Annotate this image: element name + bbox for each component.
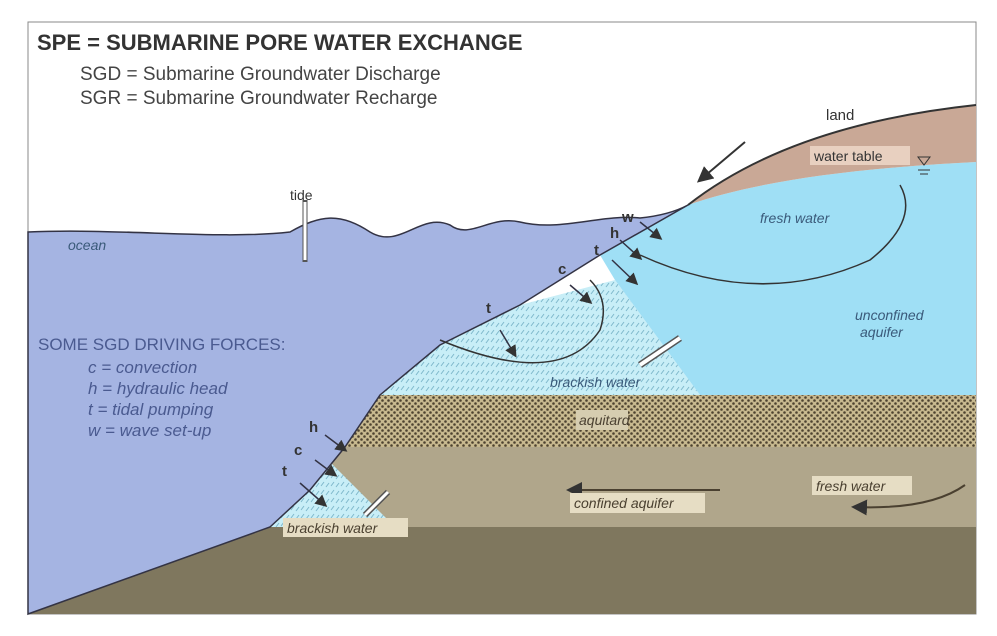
force-hydraulic-head: h = hydraulic head xyxy=(88,379,228,398)
force-wave-setup: w = wave set-up xyxy=(88,421,211,440)
land-runoff-arrow xyxy=(696,141,746,183)
letter-c-upper: c xyxy=(558,261,566,278)
label-unconfined-1: unconfined xyxy=(855,307,925,323)
force-tidal-pumping: t = tidal pumping xyxy=(88,400,214,419)
fresh-water-lower-arrow xyxy=(851,484,966,516)
letter-t-lower: t xyxy=(282,463,287,480)
bedrock-layer xyxy=(28,527,976,614)
fresh-water-zone xyxy=(600,162,976,395)
diagram-title: SPE = SUBMARINE PORE WATER EXCHANGE xyxy=(37,30,523,55)
letter-t-mid: t xyxy=(486,300,491,317)
label-brackish-lower: brackish water xyxy=(287,520,379,536)
letter-c-lower: c xyxy=(294,442,302,459)
label-fresh-water-upper: fresh water xyxy=(760,210,831,226)
recirculation-flow-line xyxy=(439,279,605,364)
force-arrows xyxy=(299,221,663,507)
force-convection: c = convection xyxy=(88,358,197,377)
letter-h-lower: h xyxy=(309,419,318,436)
letter-t-upper: t xyxy=(594,242,599,259)
definition-sgr: SGR = Submarine Groundwater Recharge xyxy=(80,88,437,109)
label-unconfined-2: aquifer xyxy=(860,324,904,340)
brackish-zone-upper xyxy=(380,280,700,395)
letter-h-upper: h xyxy=(610,225,619,242)
label-confined-aquifer: confined aquifer xyxy=(574,495,675,511)
forces-heading: SOME SGD DRIVING FORCES: xyxy=(38,335,285,354)
definition-sgd: SGD = Submarine Groundwater Discharge xyxy=(80,64,441,85)
label-fresh-water-lower: fresh water xyxy=(816,478,887,494)
label-brackish-upper: brackish water xyxy=(550,374,642,390)
aquitard-layer xyxy=(345,395,976,447)
brackish-exchange-arrow xyxy=(638,336,682,367)
label-tide: tide xyxy=(290,187,313,203)
ocean-zone xyxy=(27,204,689,616)
label-land: land xyxy=(826,107,854,124)
water-table-symbol-icon xyxy=(917,156,931,175)
brackish-zone-lower xyxy=(270,462,395,527)
label-water-table: water table xyxy=(813,148,883,164)
brackish-lower-exchange-arrow xyxy=(363,490,390,517)
confined-aquifer-layer xyxy=(270,447,976,527)
fresh-water-flow-line xyxy=(639,184,907,285)
letter-w: w xyxy=(621,209,634,226)
label-aquitard: aquitard xyxy=(579,412,631,428)
label-ocean: ocean xyxy=(68,237,106,253)
